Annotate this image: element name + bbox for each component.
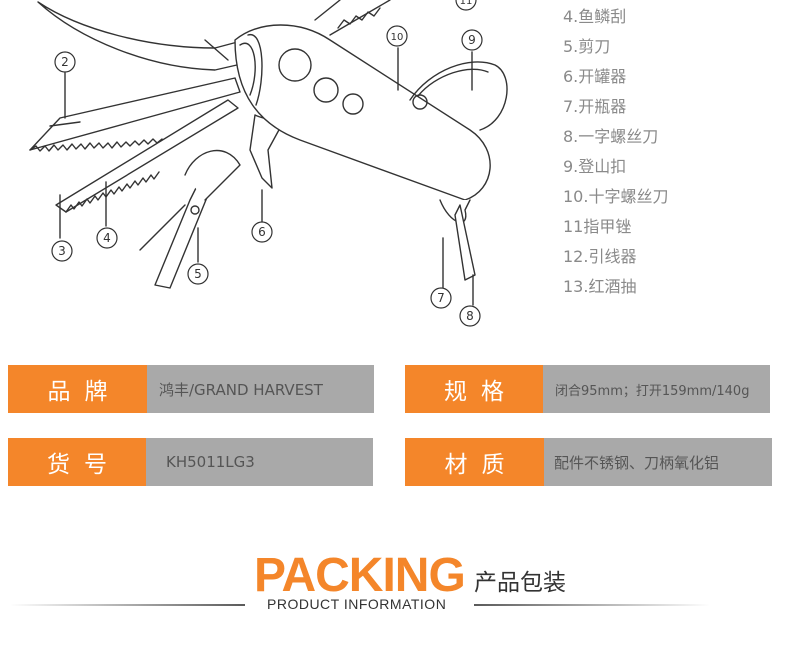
parts-list-item: 13.红酒抽	[563, 277, 637, 296]
callout-3: 3	[58, 244, 66, 258]
callout-5: 5	[194, 267, 202, 281]
divider-right	[474, 604, 710, 606]
parts-list-item: 6.开罐器	[563, 67, 627, 86]
parts-list-item: 7.开瓶器	[563, 97, 627, 116]
parts-list-item: 12.引线器	[563, 247, 637, 266]
spec-material-value: 配件不锈钢、刀柄氧化铝	[544, 438, 772, 486]
parts-list-item: 10.十字螺丝刀	[563, 187, 669, 206]
divider-left	[10, 604, 245, 606]
spec-material: 材质 配件不锈钢、刀柄氧化铝	[405, 438, 772, 486]
callout-11: 11	[460, 0, 473, 7]
parts-list-item: 5.剪刀	[563, 37, 611, 56]
packing-cn-title: 产品包装	[474, 570, 566, 596]
spec-brand-label: 品牌	[8, 365, 147, 413]
packing-subtitle: PRODUCT INFORMATION	[267, 596, 447, 612]
callout-8: 8	[466, 309, 474, 323]
callout-7: 7	[437, 291, 445, 305]
spec-size-label: 规格	[405, 365, 543, 413]
spec-model-label: 货号	[8, 438, 146, 486]
packing-title: PACKING	[254, 549, 466, 602]
callout-2: 2	[61, 55, 69, 69]
multi-tool-line-drawing-icon: 2 3 4 5 6 7 8 9 10 11	[29, 0, 508, 327]
spec-brand-value: 鸿丰/GRAND HARVEST	[147, 365, 374, 413]
parts-list-item: 11指甲锉	[563, 217, 632, 236]
spec-material-label: 材质	[405, 438, 544, 486]
spec-model: 货号 KH5011LG3	[8, 438, 373, 486]
parts-list-item: 4.鱼鳞刮	[563, 7, 627, 26]
spec-size: 规格 闭合95mm；打开159mm/140g	[405, 365, 770, 413]
callout-10: 10	[391, 32, 404, 43]
callout-4: 4	[103, 231, 111, 245]
callout-9: 9	[468, 33, 476, 47]
parts-list-item: 8.一字螺丝刀	[563, 127, 659, 146]
parts-list-item: 9.登山扣	[563, 157, 627, 176]
spec-model-value: KH5011LG3	[146, 438, 373, 486]
spec-size-value: 闭合95mm；打开159mm/140g	[543, 365, 770, 413]
spec-brand: 品牌 鸿丰/GRAND HARVEST	[8, 365, 374, 413]
parts-list: 4.鱼鳞刮 5.剪刀 6.开罐器 7.开瓶器 8.一字螺丝刀 9.登山扣 10.…	[563, 2, 668, 302]
callout-6: 6	[258, 225, 266, 239]
